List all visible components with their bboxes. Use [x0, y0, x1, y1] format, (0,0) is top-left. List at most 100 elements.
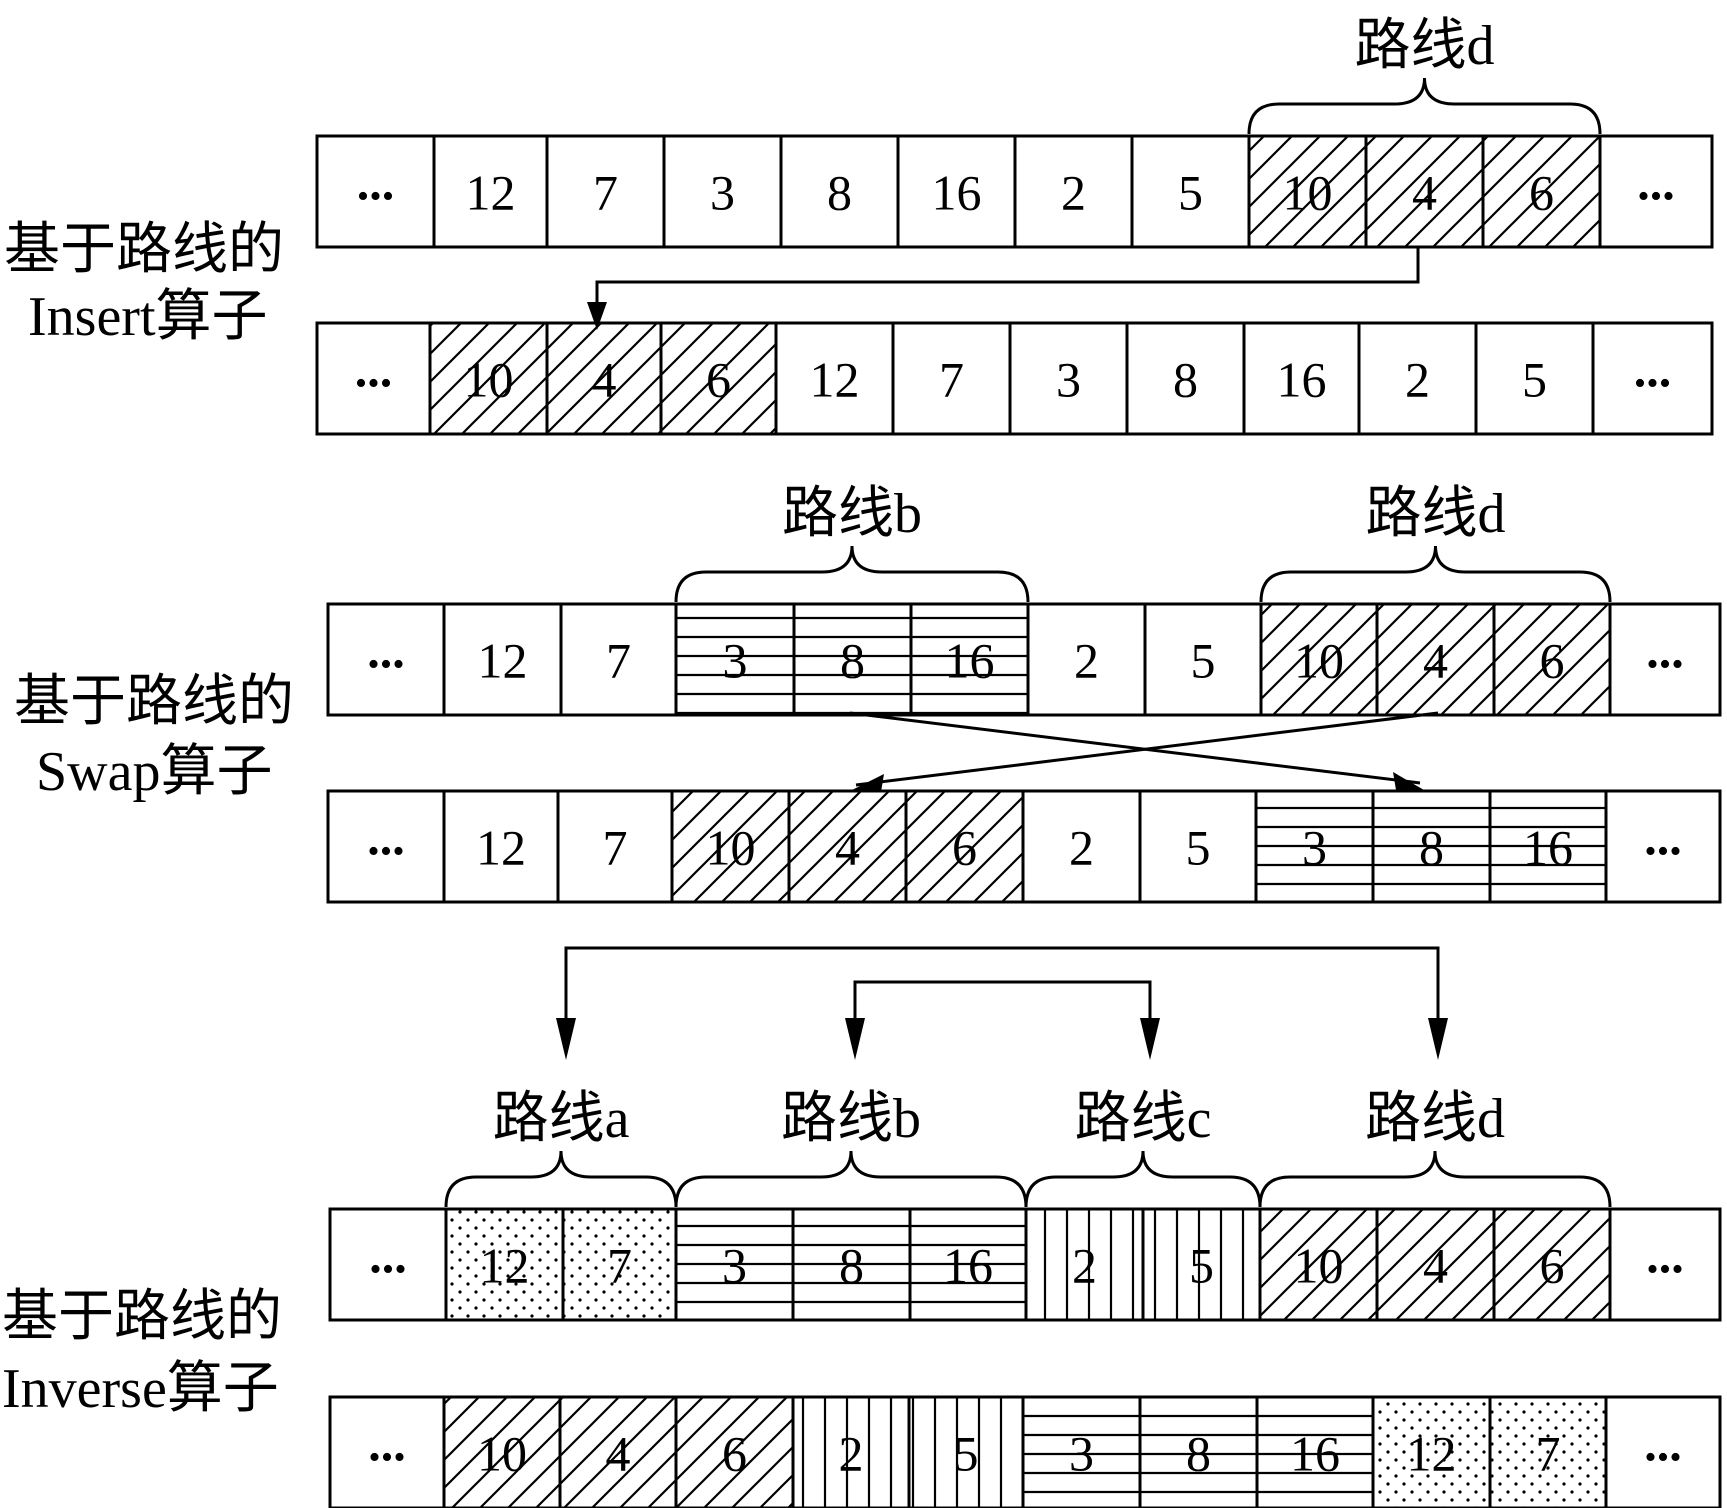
- cell-value: 16: [943, 1238, 993, 1294]
- route-brace: [1258, 1150, 1612, 1208]
- sequence-cell: ...: [328, 1395, 446, 1508]
- sequence-cell: 10: [670, 789, 791, 904]
- diagonal-hatch-fill: [561, 1398, 675, 1507]
- cell-value: 8: [1419, 820, 1444, 876]
- sequence-cell: 10: [1258, 1207, 1379, 1322]
- cell-value: 8: [840, 633, 865, 689]
- sequence-cell: 16: [1488, 789, 1608, 904]
- horizontal-hatch-fill: [677, 1210, 792, 1319]
- cell-value: 16: [945, 633, 995, 689]
- cell-box: [315, 321, 432, 436]
- sequence-cell: 7: [559, 602, 678, 717]
- cell-value: ...: [367, 623, 405, 679]
- route-brace: [674, 545, 1030, 603]
- sequence-cell: 10: [442, 1395, 562, 1508]
- diagonal-hatch-fill: [1261, 1210, 1376, 1319]
- cell-value: 6: [1529, 165, 1554, 221]
- route-group: 路线d: [1247, 15, 1602, 135]
- horizontal-hatch-fill: [1024, 1398, 1139, 1507]
- cell-value: 12: [478, 633, 528, 689]
- sequence-cell: 3: [674, 602, 796, 717]
- horizontal-hatch-fill: [1374, 792, 1489, 901]
- dots-hatch-fill: [1491, 1398, 1605, 1507]
- sequence-cell: ...: [326, 789, 446, 904]
- cell-value: 5: [1189, 1238, 1214, 1294]
- sequence-cell: ...: [328, 1207, 448, 1322]
- sequence-cell: 8: [1138, 1395, 1259, 1508]
- cell-box: [559, 602, 678, 717]
- sequence-cell: 5: [907, 1395, 1025, 1508]
- cell-box: [1598, 134, 1714, 249]
- cell-box: [545, 134, 666, 249]
- sequence-cell: ...: [315, 134, 436, 249]
- cell-value: 7: [603, 820, 628, 876]
- swap-label-line-2: Swap算子: [36, 741, 272, 803]
- cell-value: 10: [706, 820, 756, 876]
- insert-operator-label: 基于路线的 Insert算子: [4, 219, 284, 348]
- cell-value: 6: [1540, 633, 1565, 689]
- sequence-cell: 5: [1143, 602, 1263, 717]
- cell-value: 5: [1522, 352, 1547, 408]
- sequence-cell: 12: [442, 789, 560, 904]
- cell-box: [442, 602, 563, 717]
- sequence-cell: 2: [1024, 1207, 1145, 1322]
- sequence-cell: ...: [1604, 1395, 1722, 1508]
- cell-box: [1242, 321, 1361, 436]
- cell-box: [1604, 789, 1722, 904]
- cell-box: [1125, 321, 1246, 436]
- inverse-operator-label: 基于路线的 Inverse算子: [2, 1286, 282, 1420]
- cell-value: 7: [606, 633, 631, 689]
- cell-box: [1474, 321, 1595, 436]
- sequence-cell: 4: [558, 1395, 678, 1508]
- cell-value: 12: [480, 1238, 530, 1294]
- sequence-cell: ...: [326, 602, 446, 717]
- cell-value: 2: [839, 1426, 864, 1482]
- sequence-cell: 4: [545, 321, 663, 436]
- cell-value: 5: [954, 1426, 979, 1482]
- inverse-label-line-2: Inverse算子: [2, 1358, 279, 1420]
- cell-box: [1026, 602, 1147, 717]
- sequence-cell: 8: [1125, 321, 1246, 436]
- cell-value: 7: [1536, 1426, 1561, 1482]
- horizontal-hatch-fill: [1257, 792, 1372, 901]
- cell-box: [779, 134, 900, 249]
- sequence-cell: ...: [1591, 321, 1714, 436]
- diagonal-hatch-fill: [1367, 137, 1482, 246]
- route-label: 路线b: [782, 483, 922, 545]
- cell-value: 7: [593, 165, 618, 221]
- route-group: 路线b: [674, 1088, 1028, 1208]
- cell-value: 6: [706, 352, 731, 408]
- route-label: 路线d: [1365, 1088, 1505, 1150]
- cell-box: [328, 1207, 448, 1322]
- cell-value: 3: [1069, 1426, 1094, 1482]
- cell-value: 10: [1294, 1238, 1344, 1294]
- cell-value: 5: [1186, 820, 1211, 876]
- cell-box: [1143, 602, 1263, 717]
- route-group: 路线a: [444, 1088, 678, 1208]
- cell-value: 4: [1412, 165, 1437, 221]
- cell-value: 10: [477, 1426, 527, 1482]
- cell-box: [1130, 134, 1251, 249]
- inverse-arrows: [556, 946, 1448, 1060]
- sequence-cell: 16: [1242, 321, 1361, 436]
- cell-value: 6: [1540, 1238, 1565, 1294]
- cell-value: 3: [1302, 820, 1327, 876]
- cell-box: [1608, 1207, 1722, 1322]
- cell-box: [328, 1395, 446, 1508]
- cell-box: [1138, 789, 1258, 904]
- cell-value: 6: [722, 1426, 747, 1482]
- cell-value: 3: [723, 633, 748, 689]
- diagonal-hatch-fill: [548, 324, 660, 433]
- cell-value: 6: [952, 820, 977, 876]
- cell-value: 4: [606, 1426, 631, 1482]
- cell-value: ...: [1637, 155, 1675, 211]
- swap-label-line-1: 基于路线的: [14, 671, 294, 733]
- cell-value: ...: [357, 155, 395, 211]
- horizontal-hatch-fill: [1491, 792, 1605, 901]
